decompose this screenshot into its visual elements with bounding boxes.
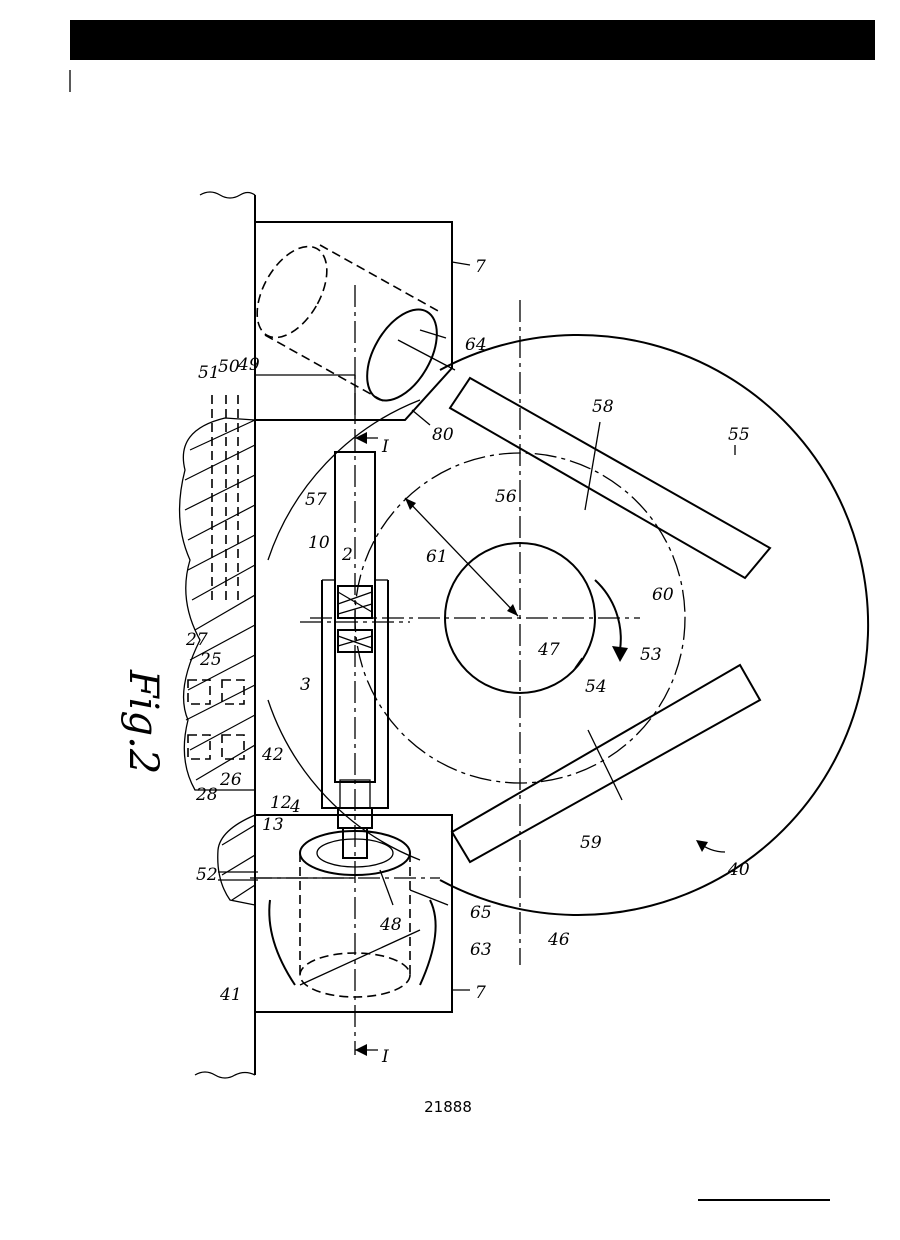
block-7-bottom [255, 815, 452, 1012]
label-50: 50 [218, 357, 240, 377]
label-47: 47 [537, 640, 560, 660]
label-12: 12 [270, 793, 292, 813]
label-80: 80 [432, 425, 454, 445]
arrow-40 [696, 840, 725, 852]
label-42: 42 [261, 745, 284, 765]
label-57: 57 [305, 490, 327, 510]
label-55: 55 [728, 425, 750, 445]
label-63: 63 [470, 940, 492, 960]
label-26: 26 [219, 770, 242, 790]
label-section-top: I [381, 437, 389, 457]
label-52: 52 [196, 865, 218, 885]
label-2: 2 [341, 545, 353, 565]
label-46: 46 [547, 930, 570, 950]
block-7-top [243, 222, 455, 420]
section-arrow-bottom [355, 1044, 378, 1056]
rotation-arrow-53 [595, 580, 628, 662]
label-section-bottom: I [381, 1047, 389, 1067]
leader-lines [380, 262, 735, 990]
label-25: 25 [199, 650, 222, 670]
label-51: 51 [198, 363, 220, 383]
label-54: 54 [585, 677, 607, 697]
label-40: 40 [727, 860, 750, 880]
label-10: 10 [308, 533, 330, 553]
label-56: 56 [495, 487, 517, 507]
label-64: 64 [465, 335, 487, 355]
label-48: 48 [379, 915, 402, 935]
page-number: 21888 [424, 1098, 472, 1116]
figure-caption: Fig.2 [120, 669, 166, 774]
label-28: 28 [195, 785, 218, 805]
label-53: 53 [640, 645, 662, 665]
label-61: 61 [426, 547, 448, 567]
label-7-top: 7 [475, 257, 486, 277]
label-27: 27 [185, 630, 208, 650]
label-65: 65 [470, 903, 492, 923]
radius-arrow-61 [405, 498, 518, 616]
label-59: 59 [580, 833, 602, 853]
label-58: 58 [592, 397, 614, 417]
label-41: 41 [219, 985, 242, 1005]
label-60: 60 [652, 585, 674, 605]
label-7-bottom: 7 [475, 983, 486, 1003]
label-49: 49 [237, 355, 260, 375]
header-bar [70, 20, 875, 60]
reference-labels: 2 3 4 7 7 10 12 13 25 26 27 28 40 41 42 … [185, 257, 750, 1067]
label-3: 3 [300, 675, 311, 695]
label-13: 13 [262, 815, 284, 835]
